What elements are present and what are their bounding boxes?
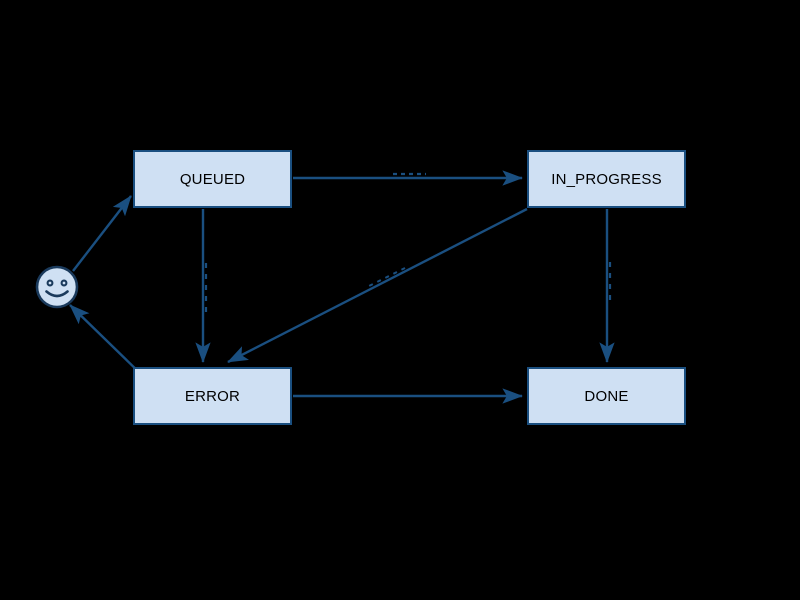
smiley-eye-right [60, 279, 68, 287]
edge-start-to-queued [72, 195, 132, 272]
edge-queued-to-error [195, 209, 211, 363]
edge-inprogress-to-error [227, 207, 528, 364]
state-node-error[interactable]: ERROR [133, 367, 292, 425]
start-node-smiley[interactable] [34, 264, 80, 310]
state-node-done[interactable]: DONE [527, 367, 686, 425]
state-label-error: ERROR [184, 387, 241, 405]
smiley-face-icon [35, 265, 79, 309]
state-label-done: DONE [584, 387, 629, 405]
edge-inprogress-to-done [599, 209, 615, 363]
state-node-in-progress[interactable]: IN_PROGRESS [527, 150, 686, 208]
state-label-in-progress: IN_PROGRESS [551, 170, 662, 188]
state-label-queued: QUEUED [179, 170, 246, 188]
smiley-mouth [45, 290, 69, 298]
smiley-eye-left [46, 279, 54, 287]
edge-error-to-start [69, 304, 147, 380]
edge-queued-to-inprogress [293, 170, 523, 186]
state-node-queued[interactable]: QUEUED [133, 150, 292, 208]
